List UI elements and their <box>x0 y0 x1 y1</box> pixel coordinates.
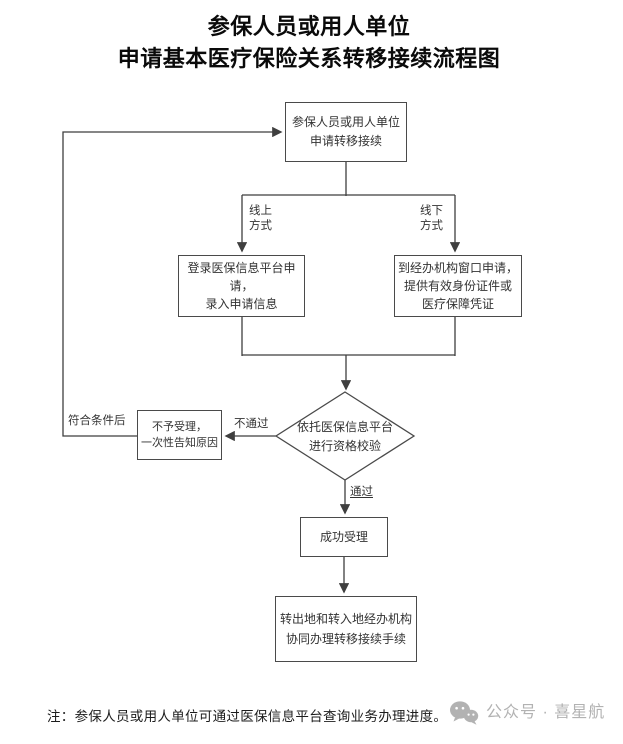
edge-label-fail: 不通过 <box>234 418 269 430</box>
decision-diamond <box>274 391 416 481</box>
node-qualification-check: 依托医保信息平台 进行资格校验 <box>296 420 393 453</box>
edge-loopback <box>62 126 283 437</box>
watermark: 公众号 · 喜星航 <box>449 700 605 726</box>
edge-label-pass: 通过 <box>350 486 373 498</box>
flow-edges <box>62 126 461 594</box>
edge-label-online-method: 线上 方式 <box>249 205 272 232</box>
page-title: 参保人员或用人单位 申请基本医疗保险关系转移接续流程图 <box>0 11 618 75</box>
edge-label-offline-method: 线下 方式 <box>420 205 443 232</box>
node-accepted: 成功受理 <box>300 517 388 557</box>
node-joint-processing: 转出地和转入地经办机构 协同办理转移接续手续 <box>275 596 417 662</box>
footnote: 注：参保人员或用人单位可通过医保信息平台查询业务办理进度。 <box>47 709 448 724</box>
title-line-2: 申请基本医疗保险关系转移接续流程图 <box>117 46 501 71</box>
node-online-platform-apply: 登录医保信息平台申请， 录入申请信息 <box>178 255 305 317</box>
wechat-icon <box>450 701 479 725</box>
node-apply-transfer: 参保人员或用人单位 申请转移接续 <box>285 102 407 162</box>
watermark-text: 公众号 · 喜星航 <box>486 704 606 721</box>
edge-label-requalify: 符合条件后 <box>68 415 126 427</box>
title-line-1: 参保人员或用人单位 <box>207 14 411 39</box>
node-reject-notify: 不予受理， 一次性告知原因 <box>137 410 222 460</box>
node-offline-window-apply: 到经办机构窗口申请， 提供有效身份证件或 医疗保障凭证 <box>394 255 522 317</box>
